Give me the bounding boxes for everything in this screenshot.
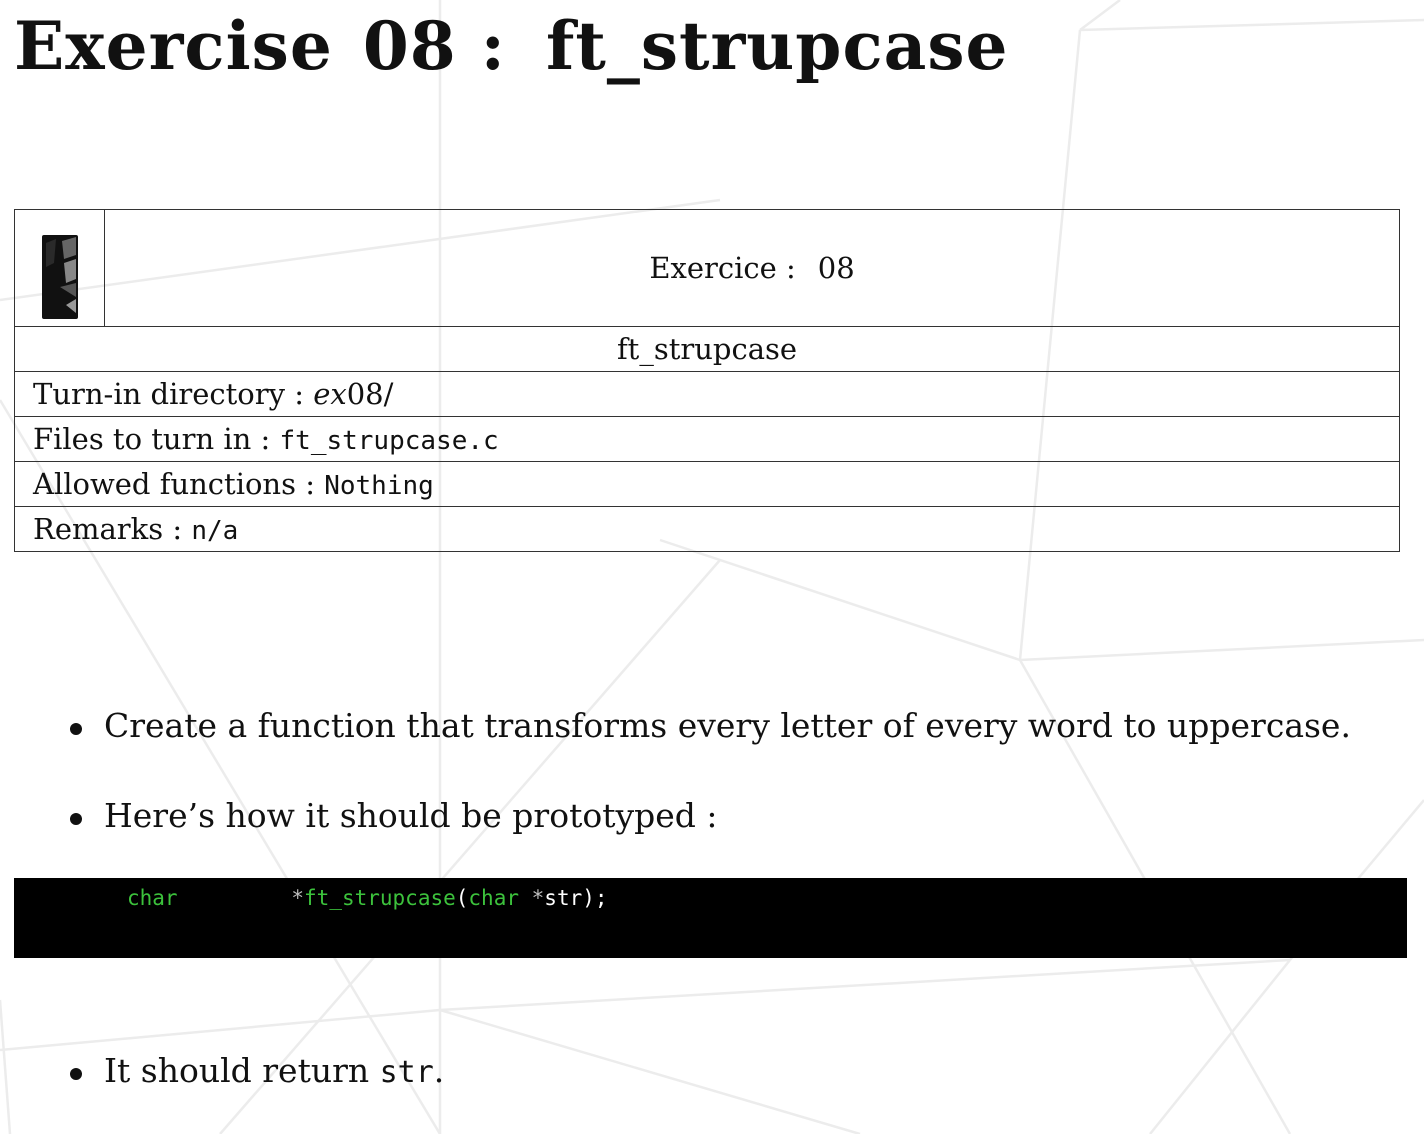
code-return-type: char (127, 886, 178, 910)
bullet-list-3: It should return str. (60, 1051, 444, 1093)
turn-in-cell: Turn-in directory : ex08/ (14, 371, 1400, 417)
bullet-text-3-end: . (433, 1051, 445, 1090)
turn-in-dir-rest: 08/ (346, 377, 394, 411)
code-param-name: str (544, 886, 583, 910)
exercise-name-cell: ft_strupcase (14, 326, 1400, 372)
bullet-icon (70, 1068, 82, 1080)
allowed-label: Allowed functions : (33, 467, 315, 501)
files-label: Files to turn in : (33, 422, 271, 456)
bullet-text-1: Create a function that transforms every … (104, 706, 1351, 745)
files-cell: Files to turn in : ft_strupcase.c (14, 416, 1400, 462)
remarks-cell: Remarks : n/a (14, 506, 1400, 552)
code-param-type: char (468, 886, 519, 910)
bullet-text-2: Here’s how it should be prototyped : (104, 796, 718, 835)
bullet-icon (70, 723, 82, 735)
allowed-cell: Allowed functions : Nothing (14, 461, 1400, 507)
code-open-paren: ( (455, 886, 469, 910)
title-number: 08 : (362, 7, 507, 85)
exercise-info-table: Exercice : 08 ft_strupcase Turn-in direct… (14, 209, 1400, 552)
table-row-allowed: Allowed functions : Nothing (14, 461, 1400, 507)
bullet-code-str: str (379, 1055, 434, 1090)
exercise-number-cell: Exercice : 08 (104, 209, 1400, 327)
code-param-star: * (531, 886, 545, 910)
list-item: Create a function that transforms every … (60, 706, 1351, 746)
files-value: ft_strupcase.c (279, 426, 499, 456)
turn-in-dir-italic: ex (313, 377, 347, 411)
table-row-files: Files to turn in : ft_strupcase.c (14, 416, 1400, 462)
code-function-name: ft_strupcase (304, 886, 456, 910)
bullet-text-3: It should return (104, 1051, 380, 1090)
code-line: char *ft_strupcase(char *str); (127, 886, 608, 910)
page-title: Exercise 08 : ft_strupcase (14, 2, 1009, 90)
logo-cell (14, 209, 105, 327)
table-row-turn-in: Turn-in directory : ex08/ (14, 371, 1400, 417)
remarks-label: Remarks : (33, 512, 183, 546)
list-item: Here’s how it should be prototyped : (60, 796, 718, 836)
code-star: * (291, 886, 305, 910)
table-row-remarks: Remarks : n/a (14, 506, 1400, 552)
bullet-list-1: Create a function that transforms every … (60, 706, 1351, 746)
exercise-label: Exercice : (649, 251, 796, 285)
allowed-value: Nothing (324, 471, 434, 501)
list-item: It should return str. (60, 1051, 444, 1093)
title-name: ft_strupcase (546, 7, 1009, 85)
table-row-header: Exercice : 08 (14, 209, 1400, 327)
remarks-value: n/a (191, 516, 239, 546)
code-block: char *ft_strupcase(char *str); (14, 878, 1407, 958)
title-prefix: Exercise (14, 7, 333, 85)
bullet-icon (70, 813, 82, 825)
code-close: ); (582, 886, 608, 910)
bullet-list-2: Here’s how it should be prototyped : (60, 796, 718, 836)
school-logo-icon (41, 235, 78, 319)
exercise-number: 08 (817, 251, 855, 285)
turn-in-label: Turn-in directory : (33, 377, 304, 411)
table-row-name: ft_strupcase (14, 326, 1400, 372)
exercise-name: ft_strupcase (616, 332, 798, 366)
